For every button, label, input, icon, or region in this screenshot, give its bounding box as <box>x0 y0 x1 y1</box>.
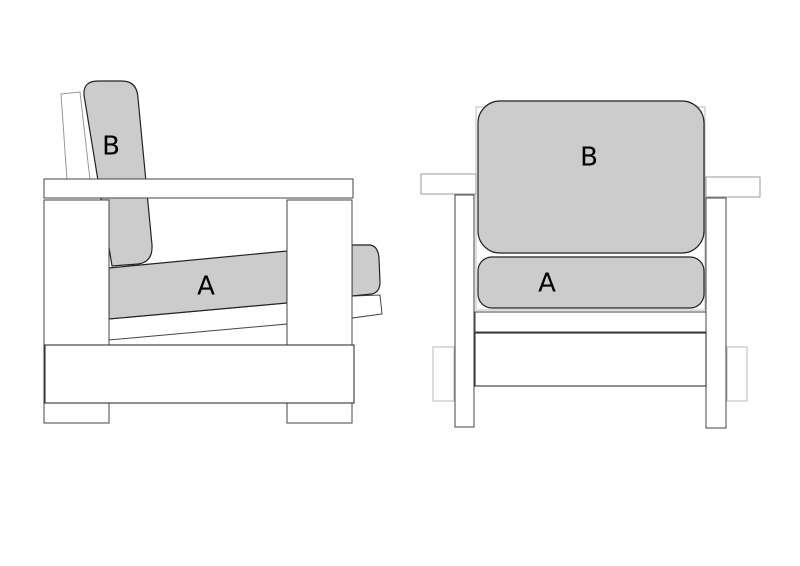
label-b: B <box>102 132 120 162</box>
seat-rail <box>474 311 707 333</box>
side-view: B A <box>43 80 383 424</box>
left-armrest <box>420 173 477 195</box>
seat-cushion-a-extension <box>351 244 381 297</box>
left-side-block <box>432 346 455 402</box>
armrest <box>43 178 354 199</box>
right-side-block <box>726 346 748 402</box>
label-b: B <box>580 143 598 173</box>
label-a: A <box>538 269 556 299</box>
seat-cushion-a <box>477 256 705 309</box>
right-armrest <box>705 176 761 198</box>
left-post <box>454 194 475 428</box>
lower-rail <box>474 332 707 387</box>
label-a: A <box>197 272 215 302</box>
right-post <box>705 197 727 429</box>
seat-board-extension <box>351 294 383 319</box>
lower-rail <box>44 344 355 404</box>
back-cushion-b <box>83 80 153 267</box>
front-view: B A <box>420 100 761 429</box>
back-cushion-b <box>477 100 705 254</box>
